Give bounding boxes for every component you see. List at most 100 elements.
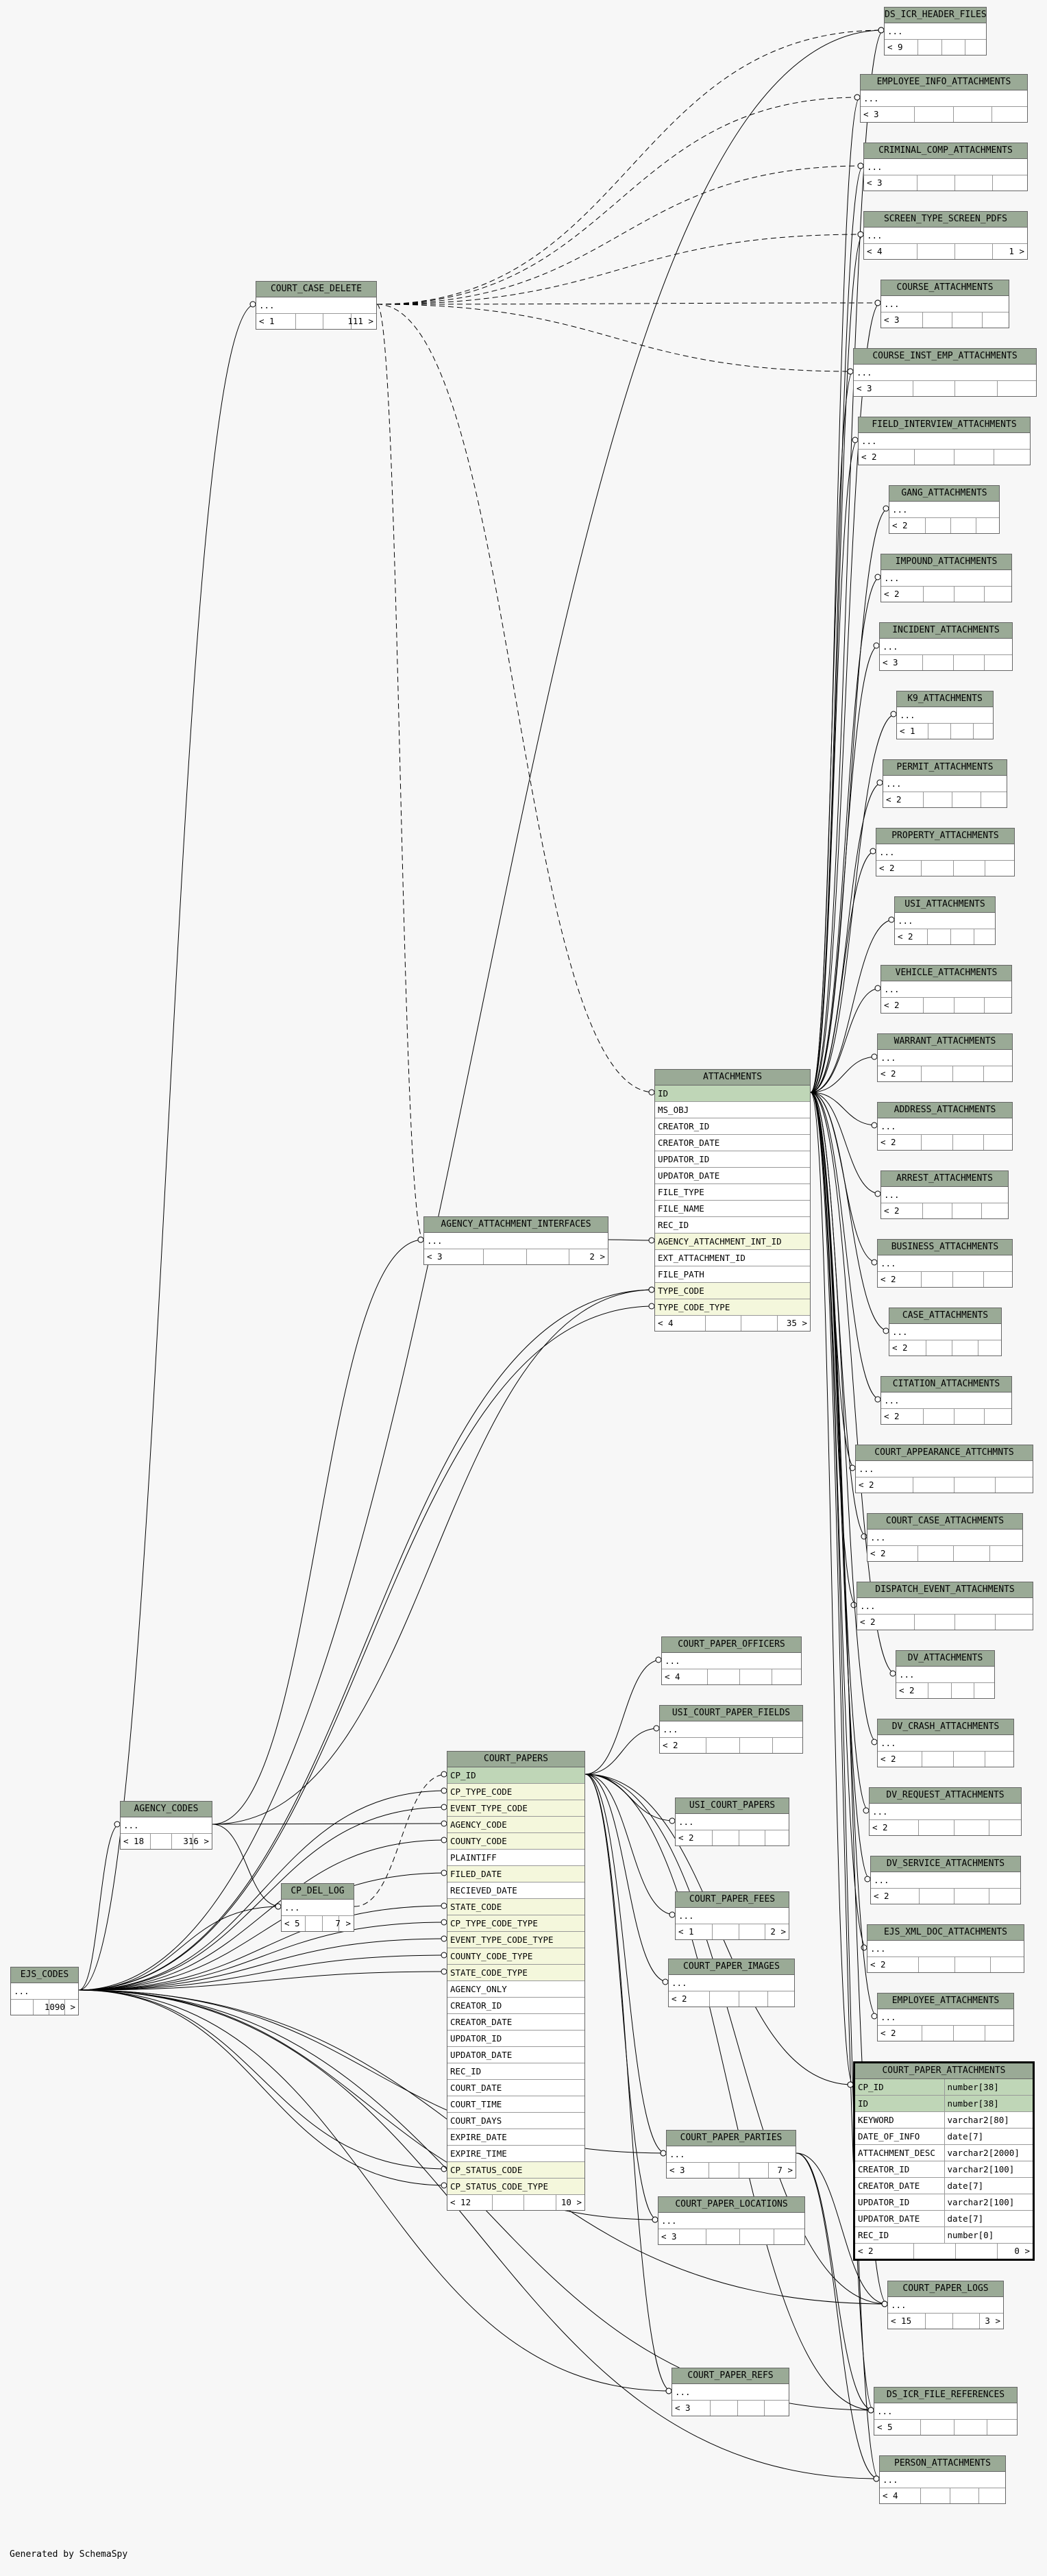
parent-count[interactable]: < 5 — [284, 1918, 300, 1928]
child-count[interactable]: 2 > — [770, 1926, 786, 1937]
table-title[interactable]: K9_ATTACHMENTS — [897, 691, 993, 707]
parent-count[interactable]: < 2 — [886, 794, 902, 805]
table-title[interactable]: COURT_PAPER_FEES — [676, 1892, 789, 1908]
table-title[interactable]: PERMIT_ATTACHMENTS — [883, 760, 1007, 776]
child-count[interactable]: 316 > — [183, 1836, 209, 1846]
parent-count[interactable]: < 2 — [892, 1342, 908, 1353]
table-title[interactable]: COURT_PAPER_OFFICERS — [662, 1637, 801, 1653]
parent-count[interactable]: < 3 — [857, 383, 872, 393]
table-incident-attachments[interactable]: INCIDENT_ATTACHMENTS...< 3 — [879, 622, 1013, 671]
table-person-attachments[interactable]: PERSON_ATTACHMENTS...< 4 — [879, 2455, 1006, 2504]
parent-count[interactable]: < 18 — [123, 1836, 145, 1846]
table-title[interactable]: COURT_PAPER_ATTACHMENTS — [855, 2063, 1033, 2079]
table-ejs-xml-doc-attachments[interactable]: EJS_XML_DOC_ATTACHMENTS...< 2 — [867, 1924, 1024, 1973]
parent-count[interactable]: < 2 — [858, 2246, 874, 2256]
table-title[interactable]: FIELD_INTERVIEW_ATTACHMENTS — [859, 417, 1030, 433]
table-title[interactable]: COURT_APPEARANCE_ATTCHMNTS — [856, 1445, 1033, 1461]
table-gang-attachments[interactable]: GANG_ATTACHMENTS...< 2 — [889, 485, 1000, 534]
parent-count[interactable]: < 1 — [678, 1926, 694, 1937]
child-count[interactable]: 0 > — [1014, 2246, 1030, 2256]
table-title[interactable]: DV_REQUEST_ATTACHMENTS — [870, 1788, 1021, 1804]
table-business-attachments[interactable]: BUSINESS_ATTACHMENTS...< 2 — [877, 1239, 1013, 1288]
child-count[interactable]: 35 > — [786, 1318, 807, 1328]
parent-count[interactable]: < 2 — [672, 1994, 687, 2004]
table-title[interactable]: AGENCY_ATTACHMENT_INTERFACES — [424, 1217, 608, 1233]
table-title[interactable]: PERSON_ATTACHMENTS — [880, 2456, 1005, 2472]
parent-count[interactable]: < 2 — [880, 1274, 896, 1284]
table-court-case-attachments[interactable]: COURT_CASE_ATTACHMENTS...< 2 — [867, 1513, 1023, 1562]
table-employee-attachments[interactable]: EMPLOYEE_ATTACHMENTS...< 2 — [877, 1993, 1014, 2041]
parent-count[interactable]: < 2 — [872, 1822, 888, 1832]
parent-count[interactable]: < 2 — [861, 452, 877, 462]
parent-count[interactable]: < 4 — [883, 2490, 898, 2501]
table-title[interactable]: ADDRESS_ATTACHMENTS — [878, 1103, 1012, 1118]
table-field-interview-attachments[interactable]: FIELD_INTERVIEW_ATTACHMENTS...< 2 — [858, 417, 1031, 465]
table-title[interactable]: AGENCY_CODES — [121, 1802, 212, 1817]
parent-count[interactable]: < 2 — [859, 1480, 874, 1490]
table-title[interactable]: CITATION_ATTACHMENTS — [881, 1377, 1011, 1393]
table-title[interactable]: COURSE_ATTACHMENTS — [881, 280, 1009, 296]
table-vehicle-attachments[interactable]: VEHICLE_ATTACHMENTS...< 2 — [880, 965, 1012, 1014]
table-title[interactable]: BUSINESS_ATTACHMENTS — [878, 1240, 1012, 1255]
table-title[interactable]: CRIMINAL_COMP_ATTACHMENTS — [864, 143, 1027, 159]
table-title[interactable]: SCREEN_TYPE_SCREEN_PDFS — [864, 212, 1027, 228]
parent-count[interactable]: < 3 — [867, 177, 883, 188]
table-title[interactable]: COURT_PAPER_REFS — [672, 2368, 789, 2384]
table-title[interactable]: DS_ICR_HEADER_FILES — [885, 8, 986, 23]
table-case-attachments[interactable]: CASE_ATTACHMENTS...< 2 — [889, 1308, 1002, 1356]
table-title[interactable]: COURT_CASE_ATTACHMENTS — [867, 1514, 1022, 1530]
parent-count[interactable]: < 2 — [880, 1068, 896, 1079]
parent-count[interactable]: < 2 — [860, 1617, 876, 1627]
table-title[interactable]: PROPERTY_ATTACHMENTS — [876, 829, 1014, 844]
parent-count[interactable]: < 2 — [899, 1685, 915, 1695]
child-count[interactable]: 7 > — [777, 2165, 793, 2175]
parent-count[interactable]: < 4 — [658, 1318, 674, 1328]
table-citation-attachments[interactable]: CITATION_ATTACHMENTS...< 2 — [880, 1376, 1012, 1425]
table-employee-info-attachments[interactable]: EMPLOYEE_INFO_ATTACHMENTS...< 3 — [860, 74, 1028, 123]
table-k9-attachments[interactable]: K9_ATTACHMENTS...< 1 — [896, 691, 994, 739]
table-title[interactable]: COURT_PAPER_LOCATIONS — [658, 2197, 804, 2213]
table-title[interactable]: CASE_ATTACHMENTS — [889, 1308, 1001, 1324]
table-title[interactable]: INCIDENT_ATTACHMENTS — [880, 623, 1012, 639]
parent-count[interactable]: < 3 — [863, 109, 879, 119]
parent-count[interactable]: < 2 — [884, 589, 900, 599]
parent-count[interactable]: < 2 — [880, 2028, 896, 2038]
child-count[interactable]: 1090 > — [44, 2002, 75, 2012]
table-title[interactable]: DV_CRASH_ATTACHMENTS — [878, 1719, 1013, 1735]
child-count[interactable]: 3 > — [985, 2316, 1000, 2326]
parent-count[interactable]: < 2 — [870, 1959, 886, 1970]
parent-count[interactable]: < 1 — [900, 726, 915, 736]
table-title[interactable]: COURSE_INST_EMP_ATTACHMENTS — [854, 349, 1036, 365]
parent-count[interactable]: < 2 — [892, 520, 908, 530]
table-title[interactable]: COURT_CASE_DELETE — [256, 282, 376, 297]
table-title[interactable]: USI_COURT_PAPERS — [676, 1798, 789, 1814]
child-count[interactable]: 7 > — [335, 1918, 351, 1928]
table-dv-request-attachments[interactable]: DV_REQUEST_ATTACHMENTS...< 2 — [869, 1787, 1022, 1836]
table-title[interactable]: VEHICLE_ATTACHMENTS — [881, 966, 1011, 981]
parent-count[interactable]: < 2 — [884, 1411, 900, 1421]
parent-count[interactable]: < 3 — [669, 2165, 685, 2175]
table-title[interactable]: DISPATCH_EVENT_ATTACHMENTS — [857, 1582, 1033, 1598]
parent-count[interactable]: < 2 — [678, 1832, 694, 1843]
table-ds-icr-header-files[interactable]: DS_ICR_HEADER_FILES...< 9 — [884, 7, 987, 56]
parent-count[interactable]: < 2 — [884, 1205, 900, 1216]
parent-count[interactable]: < 2 — [880, 1754, 896, 1764]
parent-count[interactable]: < 2 — [874, 1891, 889, 1901]
table-title[interactable]: USI_COURT_PAPER_FIELDS — [660, 1706, 802, 1721]
table-court-paper-locations[interactable]: COURT_PAPER_LOCATIONS...< 3 — [658, 2196, 805, 2245]
table-title[interactable]: COURT_PAPER_IMAGES — [669, 1959, 794, 1975]
table-property-attachments[interactable]: PROPERTY_ATTACHMENTS...< 2 — [876, 828, 1015, 876]
parent-count[interactable]: < 2 — [898, 931, 913, 942]
table-title[interactable]: WARRANT_ATTACHMENTS — [878, 1034, 1012, 1050]
table-ds-icr-file-references[interactable]: DS_ICR_FILE_REFERENCES...< 5 — [874, 2387, 1018, 2436]
table-title[interactable]: EMPLOYEE_ATTACHMENTS — [878, 1994, 1013, 2009]
table-dispatch-event-attachments[interactable]: DISPATCH_EVENT_ATTACHMENTS...< 2 — [857, 1582, 1033, 1630]
